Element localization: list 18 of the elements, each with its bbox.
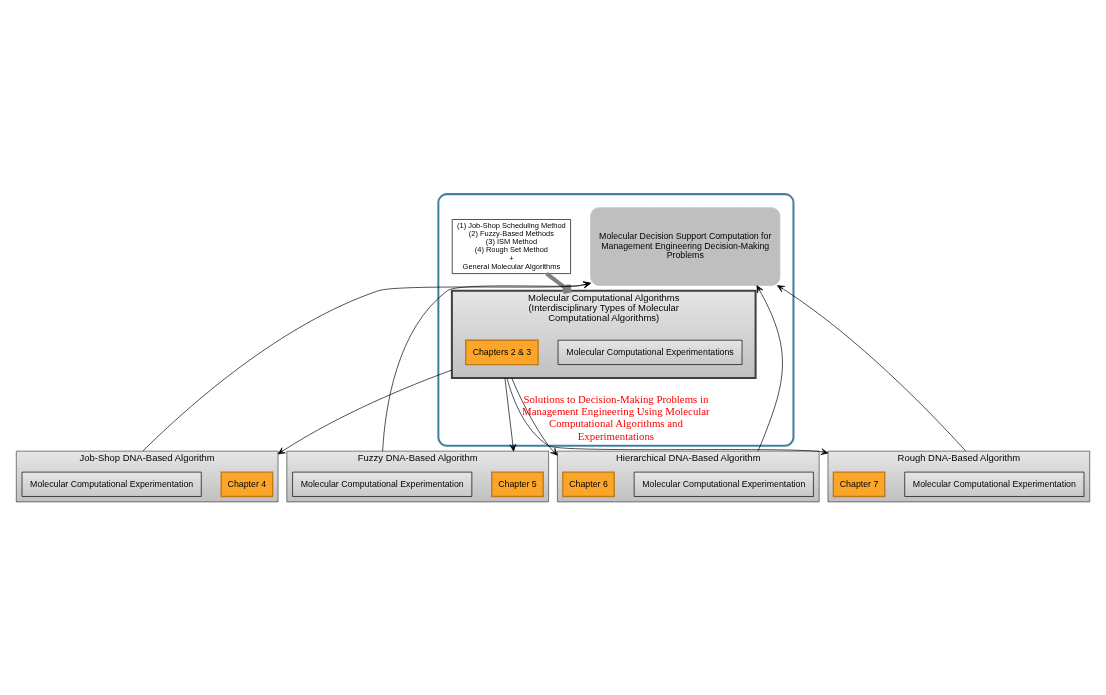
node-box: Molecular Computational Experimentation <box>21 471 202 497</box>
node-box: (1) Job-Shop Scheduling Method (2) Fuzzy-Based Methods (3) ISM Method (4) Rough Set Method + General Molecular Algorithms <box>451 218 571 274</box>
node-box: Molecular Computational Experimentation <box>904 471 1085 497</box>
node-box: Molecular Computational Experimentation <box>292 471 473 497</box>
arrow <box>506 377 829 455</box>
arrow <box>511 377 558 456</box>
node-box: Molecular Computational Experimentation <box>633 471 814 497</box>
arrow <box>777 284 967 451</box>
arrow <box>504 377 517 451</box>
node-box: Chapter 6 <box>562 470 615 497</box>
node-box: Molecular Computational Experimentations <box>557 339 743 365</box>
node-box: Chapter 4 <box>220 470 274 497</box>
arrow <box>277 369 453 454</box>
node-box: Chapters 2 & 3 <box>465 339 539 365</box>
node-box: Chapter 5 <box>491 470 544 497</box>
node-box: Molecular Decision Support Computation for Management Engineering Decision-Making Problems <box>590 206 781 286</box>
node-box: Chapter 7 <box>832 470 886 497</box>
arrow <box>756 284 783 451</box>
